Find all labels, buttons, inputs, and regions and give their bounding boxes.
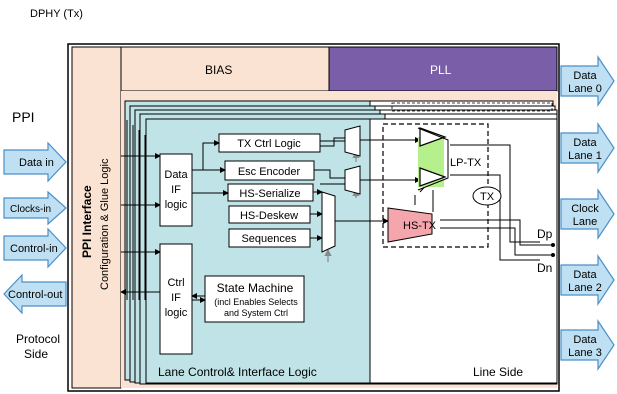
ctrl-if-line3: logic bbox=[165, 307, 188, 319]
data-lane-3-line1: Data bbox=[573, 334, 597, 346]
protocol-side-line2: Side bbox=[24, 347, 48, 361]
ctrl-if-line1: Ctrl bbox=[167, 277, 184, 289]
data-lane-0-arrow bbox=[560, 55, 615, 107]
dp-pin bbox=[551, 243, 555, 247]
tx-ellipse bbox=[472, 186, 502, 206]
control-out-arrow bbox=[3, 273, 67, 315]
data-lane-0-line2: Lane 0 bbox=[568, 83, 602, 95]
diagram-title: DPHY (Tx) bbox=[30, 8, 83, 20]
data-in-label: Data in bbox=[19, 157, 54, 169]
clock-lane-line2: Lane bbox=[573, 216, 597, 228]
ctrl-if-logic-block bbox=[159, 243, 193, 355]
data-lane-3-line2: Lane 3 bbox=[568, 347, 602, 359]
pll-label: PLL bbox=[430, 63, 452, 77]
dp-label: Dp bbox=[537, 227, 553, 241]
hs-deskew-label: HS-Deskew bbox=[240, 210, 298, 222]
state-machine-title: State Machine bbox=[217, 281, 294, 295]
data-lane-1-arrow bbox=[560, 122, 615, 174]
hs-tx-block bbox=[387, 207, 433, 243]
bias-label: BIAS bbox=[205, 63, 232, 77]
esc-encoder-label: Esc Encoder bbox=[238, 166, 301, 178]
data-lane-1-line1: Data bbox=[573, 137, 597, 149]
data-if-line3: logic bbox=[165, 199, 188, 211]
control-in-arrow bbox=[3, 227, 67, 269]
pll-block bbox=[328, 46, 558, 92]
left-arrows bbox=[3, 141, 67, 315]
data-lane-2-arrow bbox=[560, 254, 615, 306]
control-out-label: Control-out bbox=[8, 289, 62, 301]
line-side-area bbox=[369, 118, 558, 384]
lane-arrows bbox=[560, 55, 615, 371]
data-lane-1-line2: Lane 1 bbox=[568, 150, 602, 162]
lp-tx-driver-top bbox=[419, 127, 447, 147]
control-in-label: Control-in bbox=[10, 243, 58, 255]
bias-block bbox=[120, 46, 330, 92]
ppi-interface-title: PPI Interface bbox=[80, 185, 94, 258]
line-side-label: Line Side bbox=[473, 365, 523, 379]
hs-serialize-label: HS-Serialize bbox=[239, 188, 300, 200]
clocks-in-arrow bbox=[3, 190, 67, 226]
clock-lane-arrow bbox=[560, 188, 615, 240]
data-lane-0-line1: Data bbox=[573, 70, 597, 82]
state-machine-line3: and System Ctrl bbox=[224, 308, 288, 318]
tx-label: TX bbox=[480, 191, 495, 203]
input-bus bbox=[120, 120, 161, 300]
lp-tx-driver-bottom bbox=[419, 167, 447, 187]
protocol-side-line1: Protocol bbox=[16, 332, 60, 346]
lp-tx-label: LP-TX bbox=[450, 157, 482, 169]
sequences-label: Sequences bbox=[241, 233, 297, 245]
ppi-interface-subtitle: Configuration & Glue Logic bbox=[99, 158, 111, 290]
state-machine-line2: (incl Enables Selects bbox=[214, 297, 298, 307]
dn-pin bbox=[551, 253, 555, 257]
data-in-arrow bbox=[3, 141, 67, 183]
hs-tx-label: HS-TX bbox=[403, 220, 437, 232]
ppi-interface-block bbox=[71, 46, 122, 389]
state-machine-block bbox=[204, 275, 305, 323]
phy-analog-boundary bbox=[382, 123, 489, 248]
clocks-in-label: Clocks-in bbox=[10, 204, 51, 215]
mux-hs bbox=[321, 191, 336, 253]
data-if-line1: Data bbox=[164, 169, 188, 181]
clock-lane-line1: Clock bbox=[571, 203, 599, 215]
dn-label: Dn bbox=[537, 261, 552, 275]
data-if-logic-block bbox=[159, 153, 193, 227]
mux-lp-top bbox=[344, 125, 361, 157]
tx-ctrl-logic-label: TX Ctrl Logic bbox=[237, 138, 301, 150]
data-lane-2-line1: Data bbox=[573, 269, 597, 281]
data-if-line2: IF bbox=[171, 184, 181, 196]
ctrl-if-line2: IF bbox=[171, 292, 181, 304]
data-lane-3-arrow bbox=[560, 319, 615, 371]
ppi-label: PPI bbox=[12, 109, 35, 125]
mux-lp-bottom bbox=[344, 165, 361, 195]
lane-control-label: Lane Control& Interface Logic bbox=[158, 365, 317, 379]
data-lane-2-line2: Lane 2 bbox=[568, 282, 602, 294]
